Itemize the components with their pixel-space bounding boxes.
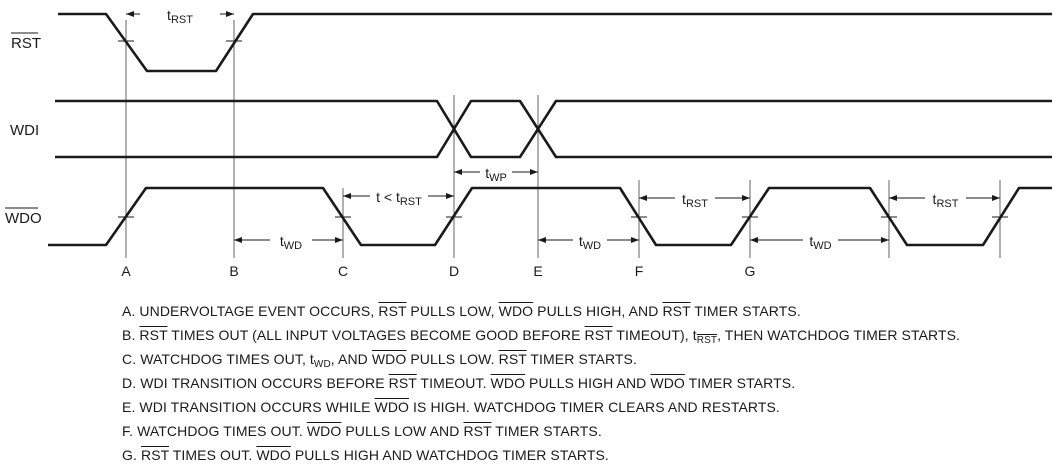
note-c: C. WATCHDOG TIMES OUT, tWD, AND WDO PULL… [122,351,637,370]
overlined-signal: RST [378,303,407,319]
threshold-ticks [118,40,1008,218]
overlined-signal: WDO [306,423,342,439]
timing-label-rst-2: tRST [682,191,708,210]
subscript-text: WD [313,359,331,370]
timing-label-wp: tWP [485,165,507,184]
signal-label-rst: RST [11,35,41,52]
overlined-signal: RST [662,303,691,319]
timing-label-wd-2: tWD [579,233,601,252]
overlined-signal: WDO [490,375,526,391]
note-f: F. WATCHDOG TIMES OUT. WDO PULLS LOW AND… [122,423,602,439]
overlined-signal: RST [388,375,417,391]
overlined-signal: RST [498,351,527,367]
timing-label-rst-3: tRST [933,191,959,210]
event-notes: A. UNDERVOLTAGE EVENT OCCURS, RST PULLS … [122,302,960,470]
timing-diagram: RST WDI WDO A B C D E F G tRST tWD t < tRS… [5,7,1052,279]
note-d: D. WDI TRANSITION OCCURS BEFORE RST TIME… [122,375,796,391]
timing-label-lt-rst: t < tRST [376,189,422,208]
timing-arrow-rst-1: tRST [126,7,234,26]
event-lines [125,20,1001,258]
timing-arrows: tRST tWD t < tRST tWP tWD tRST tWD tRST [126,7,1000,252]
timing-arrow-wd-2: tWD [538,233,639,252]
timing-label-wd-3: tWD [809,233,831,252]
overlined-signal: WDO [374,399,410,415]
overlined-signal: RST [584,327,613,343]
overlined-signal: WDO [498,303,534,319]
note-g: G. RST TIMES OUT. WDO PULLS HIGH AND WAT… [122,447,609,463]
timing-arrow-rst-2: tRST [639,191,750,210]
point-label-d: D [449,263,459,279]
point-label-b: B [229,263,238,279]
point-label-e: E [533,263,542,279]
timing-arrow-wp: tWP [454,165,538,184]
overlined-signal: WDO [371,351,407,367]
overlined-signal: WDO [650,375,685,391]
timing-arrow-lt-rst: t < tRST [343,189,454,208]
timing-arrow-rst-3: tRST [889,191,1000,210]
event-point-labels: A B C D E F G [121,263,755,279]
timing-label-rst-1: tRST [167,7,193,26]
timing-arrow-wd-1: tWD [234,233,343,252]
signal-label-wdo: WDO [5,210,42,227]
point-label-g: G [745,263,756,279]
timing-arrow-wd-3: tWD [750,233,889,252]
note-b: B. RST TIMES OUT (ALL INPUT VOLTAGES BEC… [122,327,961,346]
rst-waveform [58,12,1052,73]
wdo-waveform [48,186,1052,247]
overlined-signal: WDO [256,447,291,463]
signal-label-wdi: WDI [10,122,39,139]
note-a: A. UNDERVOLTAGE EVENT OCCURS, RST PULLS … [122,303,801,319]
point-label-a: A [121,263,131,279]
wdi-waveform-upper [55,99,1052,159]
overlined-signal: RST [140,447,170,463]
overlined-signal: RST [139,327,168,343]
note-e: E. WDI TRANSITION OCCURS WHILE WDO IS HI… [122,399,780,415]
point-label-f: F [635,263,644,279]
wdi-waveform-lower [55,99,1052,159]
signal-labels: RST WDI WDO [5,32,42,227]
overlined-signal: RST [463,423,492,439]
point-label-c: C [338,263,348,279]
subscript-text: RST [696,335,718,346]
timing-label-wd-1: tWD [280,233,302,252]
